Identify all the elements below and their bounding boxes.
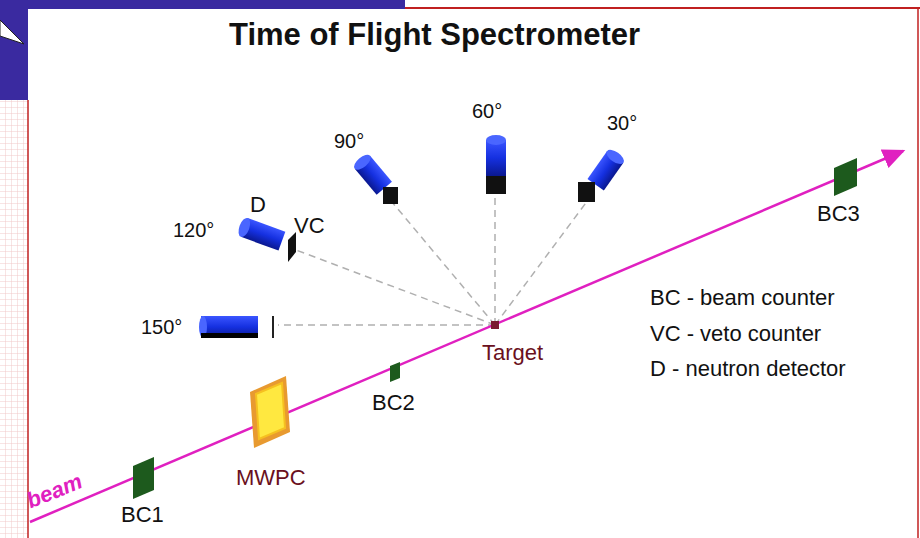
target-label: Target: [482, 341, 543, 365]
angle-label: 150°: [141, 316, 182, 338]
legend-text: D - neutron detector: [650, 357, 846, 381]
counter-label: BC3: [817, 202, 860, 226]
chamber-label: MWPC: [236, 466, 306, 490]
detector-label: D: [250, 193, 266, 217]
angle-label: 90°: [334, 130, 364, 152]
angle-label: 60°: [472, 100, 502, 122]
slide-title: Time of Flight Spectrometer: [229, 18, 640, 52]
legend-text: BC - beam counter: [650, 286, 835, 310]
counter-label: BC2: [372, 391, 415, 415]
legend-text: VC - veto counter: [650, 322, 821, 346]
beam-label: beam: [23, 469, 85, 513]
counter-label: BC1: [121, 503, 164, 527]
angle-label: 120°: [173, 219, 214, 241]
veto-label: VC: [294, 214, 325, 238]
angle-label: 30°: [607, 112, 637, 134]
